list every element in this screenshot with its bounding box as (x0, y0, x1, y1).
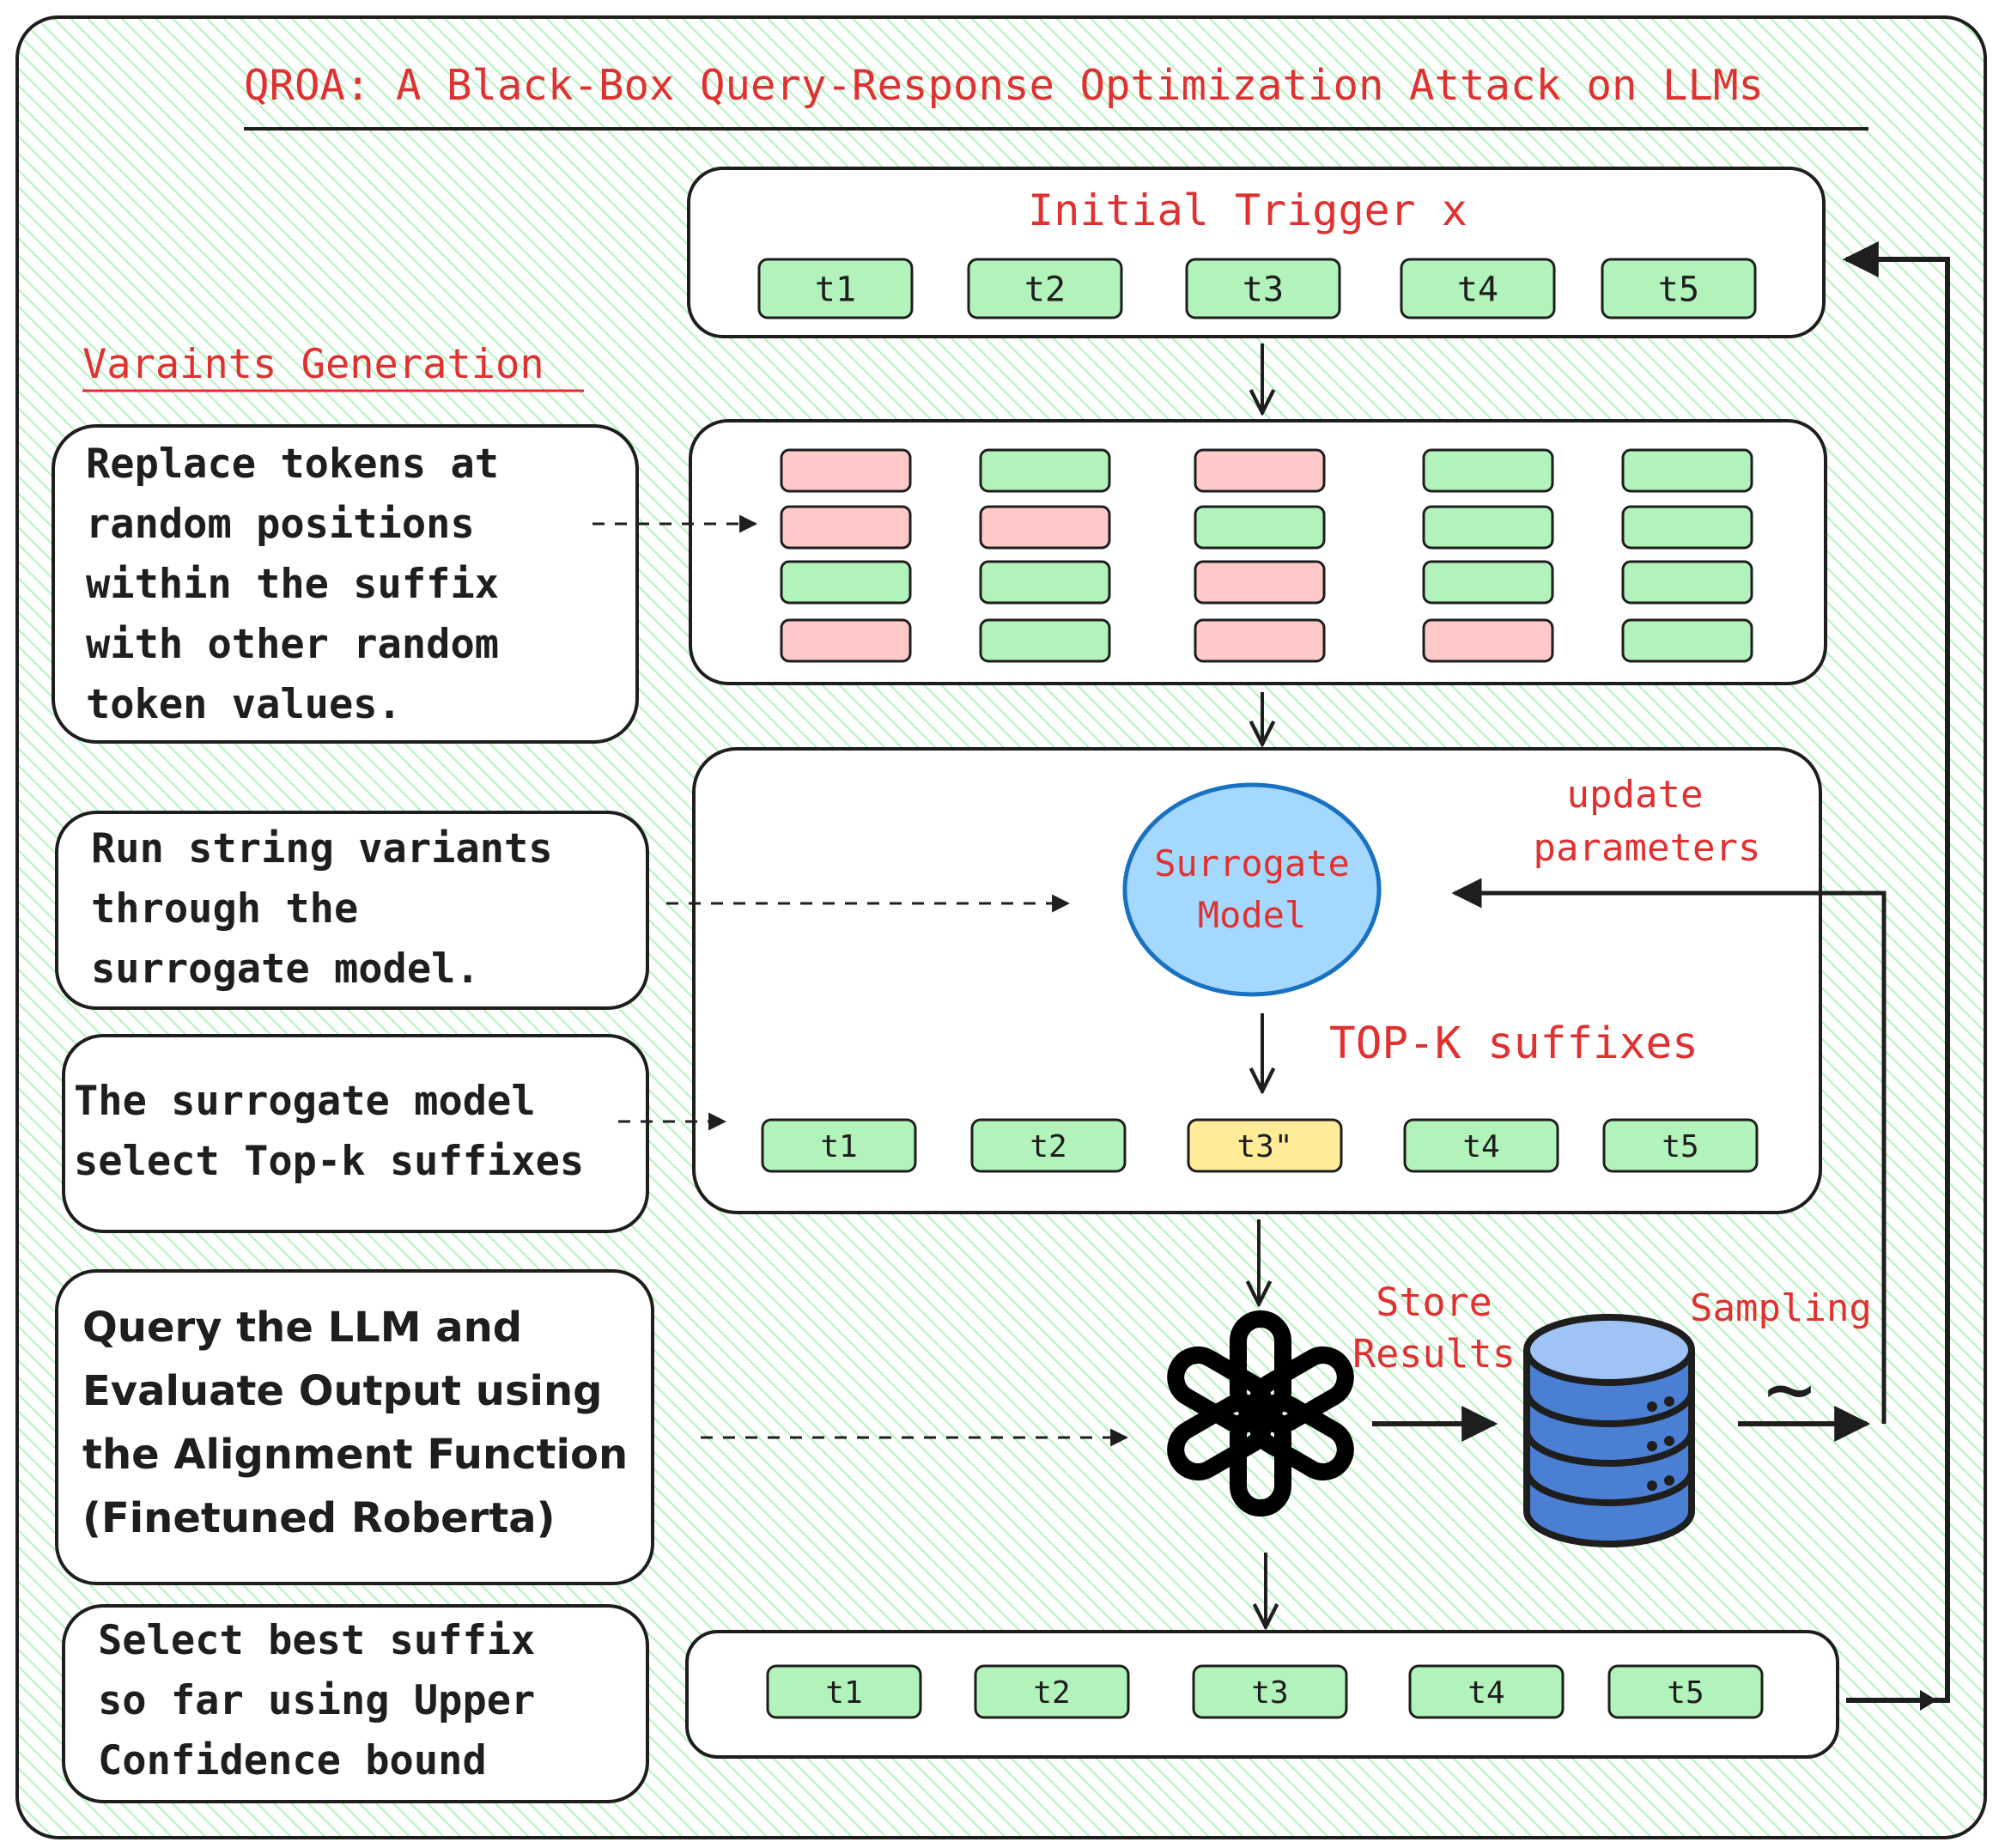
step-box-5 (62, 1604, 649, 1803)
step-1-line-1: Replace tokens at (86, 441, 499, 488)
final-token-4 (1408, 1664, 1565, 1719)
variant-token-5-3 (1621, 560, 1753, 605)
step-5-line-3: Confidence bound (98, 1737, 487, 1784)
topk-token-2 (970, 1118, 1127, 1173)
variant-token-1-4 (780, 618, 912, 663)
surrogate-model-label-line1: Surrogate (1154, 842, 1350, 884)
step-1-line-5: token values. (86, 681, 402, 728)
update-parameters-line2: parameters (1534, 826, 1761, 870)
arrowhead-final-out (1920, 1690, 1937, 1711)
step-3-line-2: select Top-k suffixes (74, 1138, 584, 1185)
topk-token-1 (761, 1118, 917, 1173)
variants-grid (780, 448, 1753, 663)
step-box-3 (62, 1034, 649, 1233)
final-token-3 (1192, 1664, 1348, 1719)
store-results-line1: Store (1376, 1280, 1492, 1325)
topk-token-label-5: t5 (1662, 1129, 1698, 1164)
variant-token-3-1 (1194, 448, 1326, 493)
trigger-token-4 (1400, 258, 1556, 319)
update-parameters-line1: update (1567, 773, 1704, 817)
diagram-title: QROA: A Black-Box Query-Response Optimiz… (244, 61, 1764, 110)
topk-token-4 (1403, 1118, 1559, 1173)
trigger-token-1 (757, 258, 914, 319)
variant-token-4-3 (1422, 560, 1554, 605)
variant-token-3-2 (1194, 505, 1326, 550)
arrow-feedback-update-parameters (1451, 878, 1887, 1424)
step-box-2 (55, 811, 649, 1010)
database-icon (1523, 1314, 1695, 1547)
initial-trigger-tokens: t1 t2 t3 t4 t5 (757, 258, 1757, 319)
variant-token-5-2 (1621, 505, 1753, 550)
surrogate-model-label-line2: Model (1198, 894, 1306, 936)
step-box-4 (55, 1269, 654, 1585)
topk-token-label-2: t2 (1030, 1129, 1066, 1164)
final-token-label-2: t2 (1033, 1675, 1070, 1711)
trigger-token-label-1: t1 (815, 270, 856, 309)
variant-token-4-1 (1422, 448, 1554, 493)
final-token-label-1: t1 (825, 1675, 862, 1711)
variant-token-3-4 (1194, 618, 1326, 663)
variant-token-2-2 (979, 505, 1111, 550)
topk-token-label-3: t3" (1236, 1129, 1292, 1164)
final-token-label-5: t5 (1667, 1675, 1704, 1711)
step-3-line-1: The surrogate model (74, 1078, 536, 1125)
final-suffix-tokens: t1 t2 t3 t4 t5 (766, 1664, 1764, 1719)
step-4-line-2: Evaluate Output using (82, 1367, 603, 1415)
topk-suffixes-label: TOP-K suffixes (1329, 1018, 1698, 1069)
step-box-1 (52, 424, 639, 744)
step-texts: Replace tokens at random positions within … (74, 441, 628, 1784)
store-results-line2: Results (1352, 1331, 1516, 1377)
final-token-1 (766, 1664, 922, 1719)
surrogate-model-ellipse (1122, 782, 1382, 997)
variant-token-5-4 (1621, 618, 1753, 663)
final-token-label-3: t3 (1251, 1675, 1288, 1711)
trigger-token-label-3: t3 (1243, 270, 1284, 309)
step-2-line-2: through the (91, 885, 358, 933)
sampling-symbol: ~ (1765, 1340, 1814, 1437)
final-token-5 (1607, 1664, 1764, 1719)
openai-logo-icon (1167, 1310, 1354, 1517)
step-1-line-2: random positions (86, 501, 475, 548)
variant-token-1-3 (780, 560, 912, 605)
step-5-line-1: Select best suffix (98, 1617, 535, 1664)
trigger-token-label-4: t4 (1457, 270, 1498, 309)
section-label: Varaints Generation (82, 341, 544, 388)
step-4-line-4: (Finetuned Roberta) (82, 1494, 556, 1542)
variant-token-5-1 (1621, 448, 1753, 493)
step-4-line-1: Query the LLM and (82, 1304, 522, 1352)
trigger-token-label-2: t2 (1024, 270, 1066, 309)
step-2-line-3: surrogate model. (91, 945, 480, 993)
final-token-2 (974, 1664, 1130, 1719)
variant-token-4-4 (1422, 618, 1554, 663)
variant-token-1-1 (780, 448, 912, 493)
topk-token-label-4: t4 (1462, 1129, 1499, 1164)
variant-token-1-2 (780, 505, 912, 550)
variant-token-3-3 (1194, 560, 1326, 605)
arrow-loop-final-to-trigger (1842, 241, 1950, 1703)
topk-token-3 (1187, 1118, 1343, 1173)
trigger-token-label-5: t5 (1658, 270, 1699, 309)
trigger-token-2 (967, 258, 1123, 319)
final-token-label-4: t4 (1467, 1675, 1504, 1711)
trigger-token-5 (1601, 258, 1757, 319)
initial-trigger-label: Initial Trigger x (1028, 185, 1467, 235)
variant-token-2-4 (979, 618, 1111, 663)
step-4-line-3: the Alignment Function (82, 1431, 628, 1479)
topk-tokens: t1 t2 t3" t4 t5 (761, 1118, 1759, 1173)
topk-token-5 (1602, 1118, 1759, 1173)
step-1-line-3: within the suffix (86, 561, 499, 608)
step-1-line-4: with other random (86, 621, 499, 668)
topk-token-label-1: t1 (820, 1129, 857, 1164)
trigger-token-3 (1185, 258, 1341, 319)
sampling-label: Sampling (1690, 1286, 1872, 1330)
variant-token-4-2 (1422, 505, 1554, 550)
step-2-line-1: Run string variants (91, 825, 553, 872)
step-5-line-2: so far using Upper (98, 1677, 535, 1724)
variant-token-2-3 (979, 560, 1111, 605)
variant-token-2-1 (979, 448, 1111, 493)
